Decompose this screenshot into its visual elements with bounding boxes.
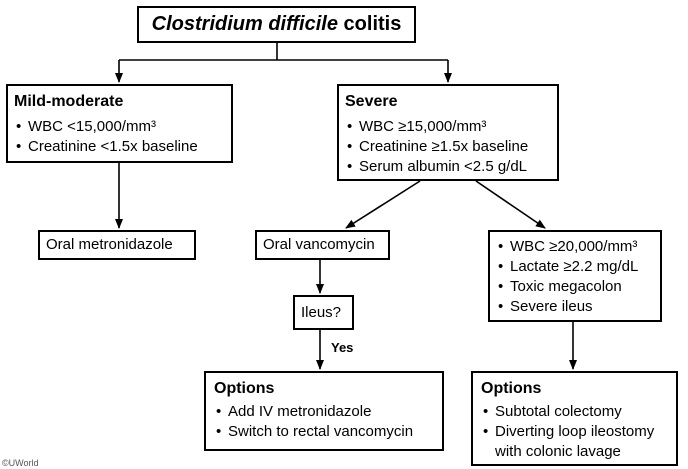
title-organism: Clostridium difficile xyxy=(151,13,338,35)
severe-criterion-creatinine: Creatinine ≥1.5x baseline xyxy=(345,137,551,157)
fulminant-criterion-megacolon: Toxic megacolon xyxy=(496,277,654,297)
fulminant-criterion-lactate: Lactate ≥2.2 mg/dL xyxy=(496,257,654,277)
option-subtotal-colectomy: Subtotal colectomy xyxy=(481,402,668,422)
mild-moderate-box: Mild-moderate WBC <15,000/mm³ Creatinine… xyxy=(6,84,233,163)
title-box: Clostridium difficile colitis xyxy=(137,6,416,43)
option-loop-ileostomy: Diverting loop ileostomy with colonic la… xyxy=(481,422,673,462)
arrow-to-fulminant xyxy=(475,180,546,229)
ileus-question-label: Ileus? xyxy=(301,304,342,321)
fulminant-criterion-ileus: Severe ileus xyxy=(496,297,654,317)
severe-box: Severe WBC ≥15,000/mm³ Creatinine ≥1.5x … xyxy=(337,84,559,181)
oral-vancomycin-box: Oral vancomycin xyxy=(255,230,390,260)
watermark: ©UWorld xyxy=(2,458,39,468)
oral-metronidazole-label: Oral metronidazole xyxy=(46,236,173,253)
severe-heading: Severe xyxy=(345,93,398,110)
oral-metronidazole-box: Oral metronidazole xyxy=(38,230,196,260)
severe-criterion-wbc: WBC ≥15,000/mm³ xyxy=(345,117,551,137)
yes-label: Yes xyxy=(331,340,354,355)
ileus-question-box: Ileus? xyxy=(293,295,354,330)
options-right-heading: Options xyxy=(481,380,542,397)
mild-heading: Mild-moderate xyxy=(14,93,124,110)
mild-criterion-creatinine: Creatinine <1.5x baseline xyxy=(14,137,225,157)
fulminant-criteria-box: WBC ≥20,000/mm³ Lactate ≥2.2 mg/dL Toxic… xyxy=(488,230,662,322)
options-right-box: Options Subtotal colectomy Diverting loo… xyxy=(471,371,678,466)
oral-vancomycin-label: Oral vancomycin xyxy=(263,236,375,253)
option-iv-metronidazole: Add IV metronidazole xyxy=(214,402,434,422)
options-left-box: Options Add IV metronidazole Switch to r… xyxy=(204,371,444,451)
fulminant-criterion-wbc: WBC ≥20,000/mm³ xyxy=(496,237,654,257)
option-rectal-vancomycin: Switch to rectal vancomycin xyxy=(214,422,434,442)
title-condition: colitis xyxy=(337,13,402,35)
arrow-to-vancomycin xyxy=(345,180,421,229)
options-left-heading: Options xyxy=(214,380,275,397)
mild-criterion-wbc: WBC <15,000/mm³ xyxy=(14,117,225,137)
severe-criterion-albumin: Serum albumin <2.5 g/dL xyxy=(345,157,551,177)
